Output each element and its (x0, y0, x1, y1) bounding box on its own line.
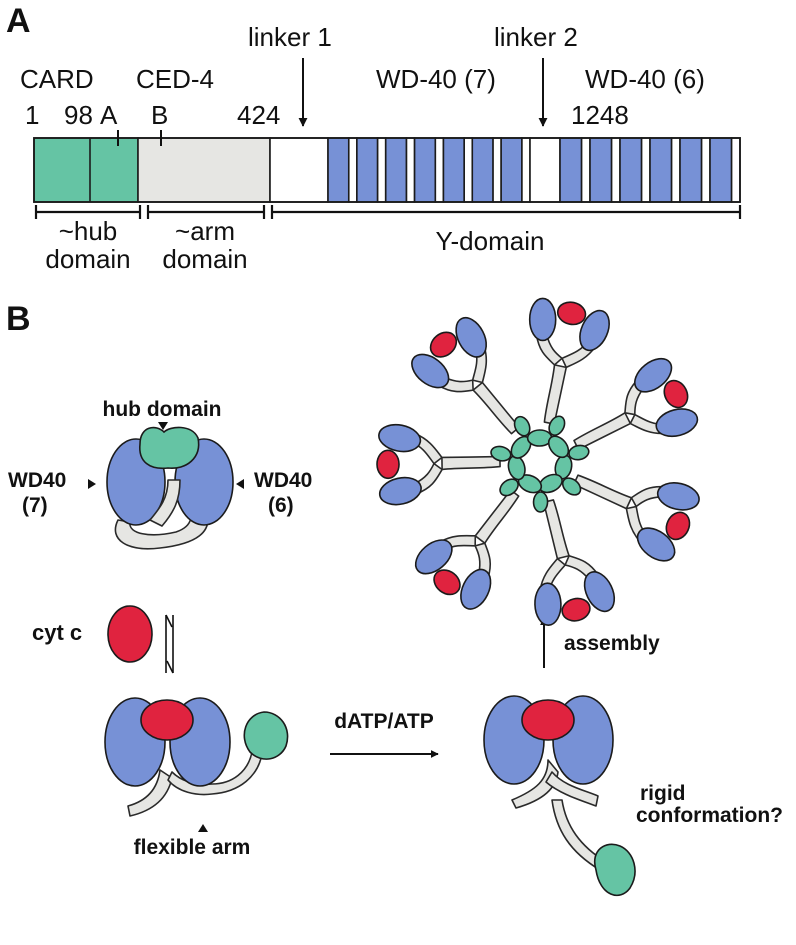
apoptosome-hub-7 (547, 435, 570, 459)
y-domain-bracket (270, 205, 742, 219)
datp-label: dATP/ATP (334, 710, 434, 733)
wd40-left-number: (7) (22, 494, 48, 517)
apoptosome-hub-outer-5 (513, 415, 531, 437)
wd40-6-repeat-2 (589, 137, 613, 203)
cytc-label: cyt c (32, 620, 82, 645)
wd40-6-repeat-3 (619, 137, 643, 203)
wd40-7-repeat-7 (500, 137, 523, 203)
ced4-segment (137, 137, 271, 203)
flexible-arm-hub (243, 711, 289, 760)
rigid-monomer (483, 695, 636, 897)
hub-bracket (34, 205, 142, 219)
position-98: 98 (64, 100, 93, 130)
position-1: 1 (25, 100, 39, 130)
apoptosome-hub-outer-2 (532, 491, 549, 513)
apoptosome-spoke-6 (375, 418, 502, 510)
equilibrium-arrows (165, 614, 174, 674)
card-label: CARD (20, 64, 94, 94)
site-a-label: A (100, 100, 118, 130)
arm-domain-label-1: ~arm (175, 216, 235, 246)
wd40-7-repeat-2 (356, 137, 379, 203)
wd40-6-repeat-4 (649, 137, 673, 203)
card-segment (33, 137, 139, 203)
bound-cytc (140, 699, 194, 741)
hub-domain-label-2: domain (45, 244, 130, 274)
wd40-6-repeat-gap-3 (640, 137, 651, 203)
wd40-6-repeat-5 (679, 137, 703, 203)
wd40-7-repeat-4 (413, 137, 437, 203)
wd40-6-repeat-gap-4 (670, 137, 681, 203)
flexible-arm-label: flexible arm (134, 836, 251, 859)
apoptosome-hub-outer-1 (561, 477, 582, 496)
wd40-6-repeat-gap-5 (700, 137, 711, 203)
linker-2-segment (529, 137, 561, 203)
wd40-left-pointer (88, 479, 96, 489)
apoptosome-hub-outer-4 (490, 445, 512, 462)
wd40-6-repeat-gap-2 (610, 137, 621, 203)
wd40-7-repeat-3 (384, 137, 408, 203)
cytc-bound-monomer (104, 697, 289, 817)
linker-1-segment (269, 137, 329, 203)
ced4-label: CED-4 (136, 64, 214, 94)
apoptosome-hub-outer-3 (499, 478, 519, 497)
rigid-label-1: rigid (640, 782, 686, 805)
wd40-7-repeat-gap-4 (434, 137, 445, 203)
wd40-6-repeats (559, 137, 741, 203)
wd40-7-repeat-gap-2 (376, 137, 387, 203)
wd40-right-label: WD40 (254, 469, 312, 492)
hub-domain-shape (139, 426, 200, 470)
wd40-6-repeat-gap-6 (730, 137, 741, 203)
panel-b-label: B (6, 300, 31, 338)
panel-a-label: A (6, 2, 31, 40)
cytc-shape (107, 605, 153, 663)
flexible-arm-pointer (198, 824, 208, 832)
hub-domain-label: hub domain (103, 398, 222, 421)
wd40-7-label: WD-40 (7) (376, 64, 496, 94)
position-424: 424 (237, 100, 280, 130)
wd40-7-repeat-gap-6 (492, 137, 502, 203)
apoptosome-spoke-4 (506, 489, 623, 632)
hub-domain-label-1: ~hub (59, 216, 118, 246)
wd40-7-repeats (327, 137, 531, 203)
wd40-7-repeat-gap-5 (463, 137, 474, 203)
wd40-7-repeat-gap-1 (347, 137, 358, 203)
domain-bar (33, 130, 741, 203)
assembly-label: assembly (564, 632, 660, 655)
linker-2-label: linker 2 (494, 22, 578, 52)
hub-domain-pointer (158, 422, 168, 430)
site-b-label: B (151, 100, 168, 130)
linker-1-label: linker 1 (248, 22, 332, 52)
wd40-6-repeat-gap-1 (580, 137, 591, 203)
wd40-7-repeat-1 (327, 137, 350, 203)
wd40-6-repeat-6 (709, 137, 733, 203)
apoptosome-hub-outer-7 (568, 444, 590, 461)
wd40-right-number: (6) (268, 494, 294, 517)
wd40-7-repeat-gap-3 (405, 137, 416, 203)
wd40-6-label: WD-40 (6) (585, 64, 705, 94)
closed-apaf1-monomer (106, 426, 234, 550)
wd40-left-label: WD40 (8, 469, 66, 492)
wd40-right-pointer (236, 479, 244, 489)
apoptosome-spoke-1 (504, 292, 617, 433)
arm-domain-label-2: domain (162, 244, 247, 274)
wd40-7-repeat-5 (442, 137, 466, 203)
wd40-7-repeat-gap-7 (521, 137, 531, 203)
rigid-hub (593, 843, 636, 897)
rigid-label-2: conformation? (636, 804, 783, 827)
position-1248: 1248 (571, 100, 629, 130)
y-domain-label: Y-domain (436, 226, 545, 256)
apoptosome-spoke-2 (555, 348, 707, 484)
wd40-7-repeat-6 (471, 137, 494, 203)
wd40-6-repeat-1 (559, 137, 583, 203)
arm-bracket (146, 205, 266, 219)
apoptosome-hub-ring (490, 415, 590, 513)
apoptosome (375, 292, 708, 632)
apoptosome-hub-outer-6 (548, 415, 566, 436)
